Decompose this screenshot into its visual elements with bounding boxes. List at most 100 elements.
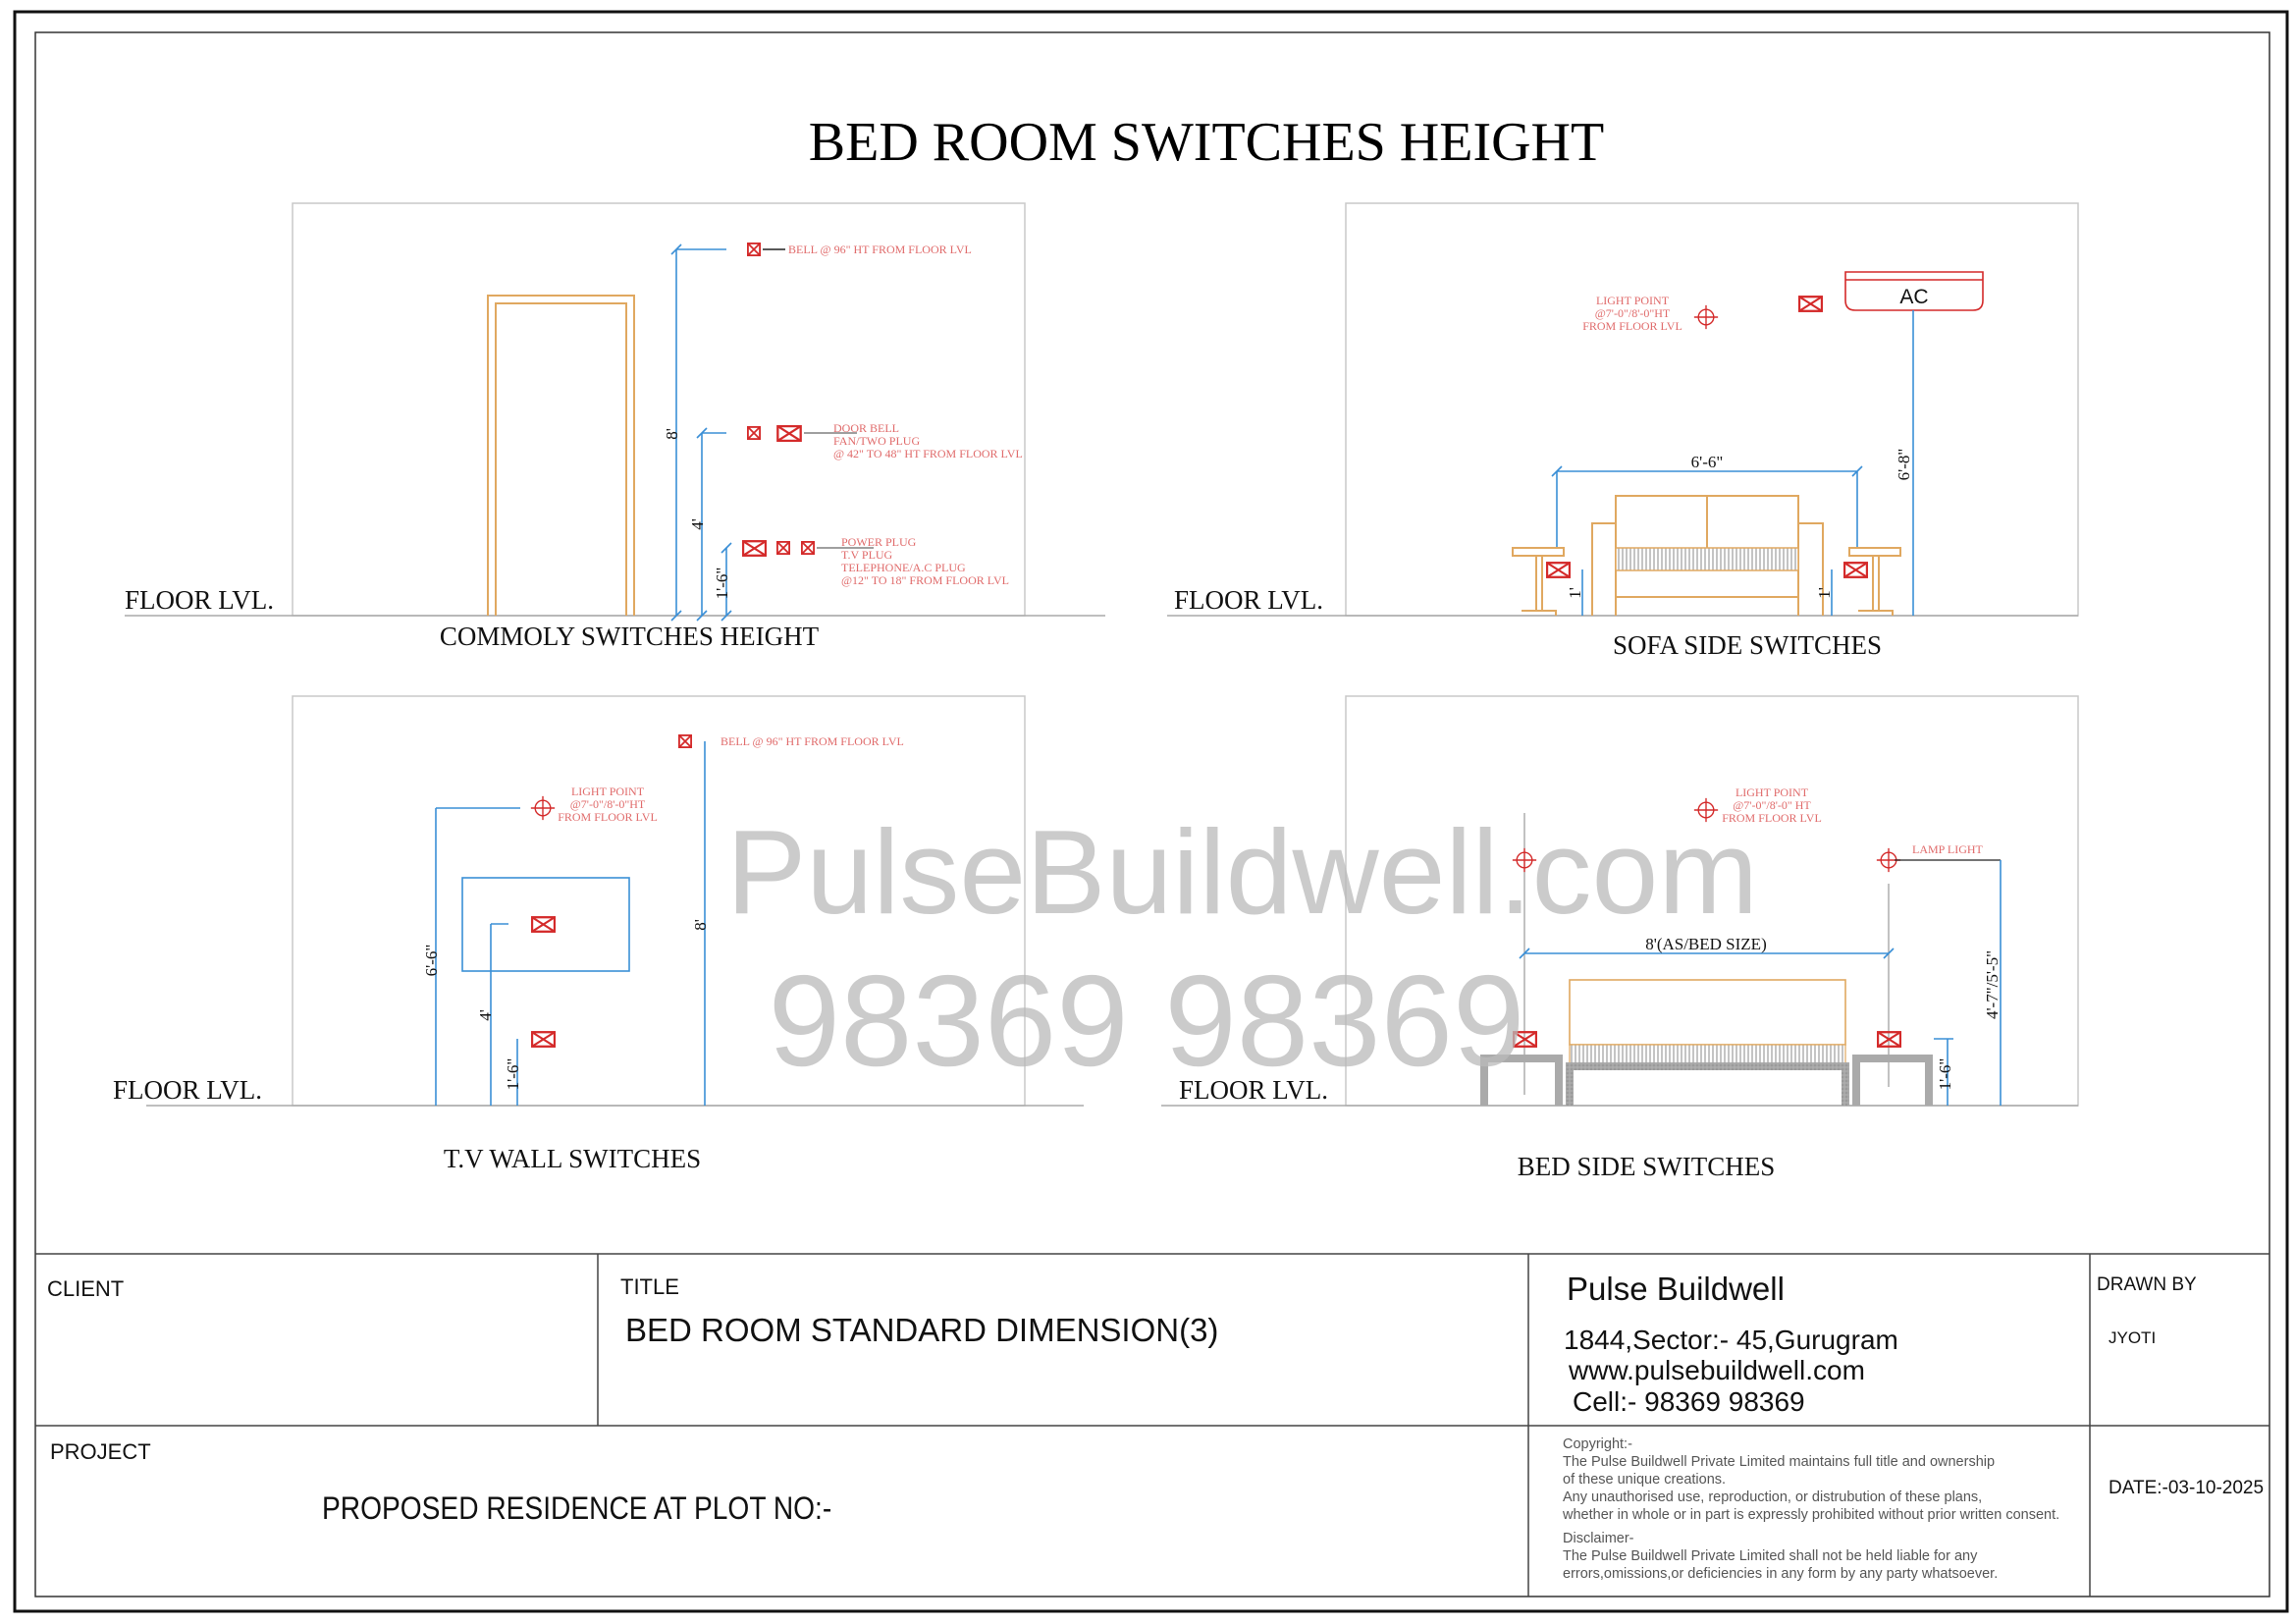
dim-switch-height: 1'-6" [1936, 1058, 1954, 1091]
watermark-website: PulseBuildwell.com [726, 805, 1758, 939]
note-lamp-light: LAMP LIGHT [1912, 842, 1984, 856]
panel-common-switches: FLOOR LVL. 8' 4' 1'-6" BELL @ 96" HT FRO… [125, 202, 1105, 651]
sofa-left-switch-icon [1546, 562, 1571, 578]
panel-caption: T.V WALL SWITCHES [444, 1144, 701, 1173]
dimension-lines [1934, 860, 2002, 1106]
ac-unit: AC [1844, 271, 1984, 311]
panel-tv-wall-switches: FLOOR LVL. BELL @ 96" HT FROM FLOOR LVL … [113, 695, 1084, 1173]
company-cell: Cell:- 98369 98369 [1573, 1386, 1805, 1417]
copyright-line: of these unique creations. [1563, 1472, 1726, 1488]
light-point-icon [1693, 304, 1719, 330]
panel-sofa-side-switches: FLOOR LVL. LIGHT POINT @7'-0"/8'-0"HT FR… [1167, 202, 2079, 660]
drawn-by-name: JYOTI [2109, 1328, 2156, 1347]
copyright-line: Copyright:- [1563, 1436, 1632, 1452]
company-name: Pulse Buildwell [1567, 1271, 1785, 1307]
dim-light-height: 6'-6" [422, 945, 441, 977]
title-block: CLIENT TITLE BED ROOM STANDARD DIMENSION… [35, 1253, 2269, 1597]
telephone-plug-icon [801, 541, 815, 555]
outer-border [13, 10, 2289, 1613]
ac-label: AC [1899, 286, 1928, 308]
dim-bed-width: 8'(AS/BED SIZE) [1645, 935, 1766, 953]
drawn-by-label: DRAWN BY [2097, 1274, 2197, 1295]
tv-switch-icon [531, 916, 556, 933]
floor-label: FLOOR LVL. [1179, 1075, 1328, 1105]
bed [1566, 979, 1849, 1106]
wall-outline [292, 202, 1026, 617]
sofa-right-switch-icon [1843, 562, 1868, 578]
note-bell: BELL @ 96" HT FROM FLOOR LVL [788, 243, 972, 256]
note-power-plug: POWER PLUG [841, 535, 917, 549]
bed-width-dimension [1519, 947, 1895, 959]
sheet-title: BED ROOM SWITCHES HEIGHT [809, 112, 1604, 173]
tv-outline [461, 877, 630, 972]
switch-dimension-lines [1581, 569, 1833, 616]
client-label: CLIENT [47, 1276, 124, 1301]
dim-1ft6in: 1'-6" [713, 568, 731, 600]
note-light-height: @7'-0"/8'-0" HT [1733, 798, 1811, 812]
note-light-height: @7'-0"/8'-0"HT [570, 797, 646, 811]
note-fan-plug: FAN/TWO PLUG [833, 434, 920, 448]
note-light-floor: FROM FLOOR LVL [1722, 811, 1822, 825]
disclaimer-line: The Pulse Buildwell Private Limited shal… [1563, 1548, 1978, 1564]
inner-border [34, 31, 2270, 1597]
side-table-right [1852, 1055, 1933, 1106]
copyright-line: whether in whole or in part is expressly… [1562, 1507, 2059, 1523]
company-website: www.pulsebuildwell.com [1568, 1355, 1865, 1385]
note-door-bell: DOOR BELL [833, 421, 899, 435]
note-light-floor: FROM FLOOR LVL [1582, 319, 1682, 333]
panel-caption: BED SIDE SWITCHES [1518, 1152, 1776, 1181]
light-point-icon [530, 795, 556, 821]
side-table-left [1512, 547, 1565, 616]
dim-right-switch: 1' [1815, 587, 1834, 599]
dim-left-switch: 1' [1566, 587, 1584, 599]
ac-switch-icon [1798, 296, 1823, 312]
sofa [1591, 495, 1824, 616]
fan-plug-switch-icon [776, 425, 802, 442]
project-value: PROPOSED RESIDENCE AT PLOT NO:- [322, 1491, 831, 1526]
note-light-point: LIGHT POINT [1596, 294, 1670, 307]
dim-low-switch: 1'-6" [504, 1058, 522, 1091]
disclaimer-line: Disclaimer- [1563, 1531, 1634, 1546]
side-table-left [1480, 1055, 1563, 1106]
dim-sofa-width: 6'-6" [1691, 453, 1724, 471]
panel-caption: COMMOLY SWITCHES HEIGHT [440, 622, 820, 651]
floor-label: FLOOR LVL. [125, 585, 274, 615]
drawing-title: BED ROOM STANDARD DIMENSION(3) [625, 1312, 1218, 1348]
dimension-lines [670, 244, 732, 622]
note-light-point: LIGHT POINT [571, 785, 645, 798]
dim-lamp-height: 4'-7"/5'-5" [1983, 950, 2002, 1019]
panel-caption: SOFA SIDE SWITCHES [1613, 630, 1882, 660]
copyright-notice: Copyright:- The Pulse Buildwell Private … [1562, 1436, 2059, 1582]
note-bell: BELL @ 96" HT FROM FLOOR LVL [721, 734, 904, 748]
drawing-date: DATE:-03-10-2025 [2109, 1478, 2264, 1498]
note-light-height: @7'-0"/8'-0"HT [1595, 306, 1671, 320]
watermark-phone: 98369 98369 [769, 948, 1525, 1093]
floor-label: FLOOR LVL. [1174, 585, 1323, 615]
project-label: PROJECT [50, 1439, 151, 1464]
note-telephone-plug: TELEPHONE/A.C PLUG [841, 561, 966, 574]
title-label: TITLE [620, 1274, 679, 1299]
door-bell-switch-icon [747, 426, 761, 440]
copyright-line: Any unauthorised use, reproduction, or d… [1563, 1489, 1982, 1505]
note-low-height: @12" TO 18" FROM FLOOR LVL [841, 573, 1009, 587]
note-light-floor: FROM FLOOR LVL [558, 810, 658, 824]
disclaimer-line: errors,omissions,or deficiencies in any … [1563, 1566, 1998, 1582]
copyright-line: The Pulse Buildwell Private Limited main… [1563, 1454, 1995, 1470]
dim-4ft: 4' [688, 518, 707, 530]
power-plug-icon [742, 540, 767, 557]
low-switch-icon [531, 1031, 556, 1048]
note-tv-plug: T.V PLUG [841, 548, 893, 562]
dim-tv-switch: 4' [476, 1009, 495, 1021]
side-table-right [1848, 547, 1901, 616]
dim-8ft: 8' [663, 428, 681, 440]
door [487, 295, 635, 616]
bell-switch-icon [678, 734, 692, 748]
bell-switch-icon [747, 243, 761, 256]
note-light-point: LIGHT POINT [1735, 785, 1809, 799]
note-mid-height: @ 42" TO 48" HT FROM FLOOR LVL [833, 447, 1023, 460]
company-address: 1844,Sector:- 45,Gurugram [1564, 1325, 1898, 1355]
sofa-width-dimension [1551, 465, 1863, 548]
tv-plug-icon [776, 541, 790, 555]
dim-bell-height: 8' [691, 919, 710, 931]
